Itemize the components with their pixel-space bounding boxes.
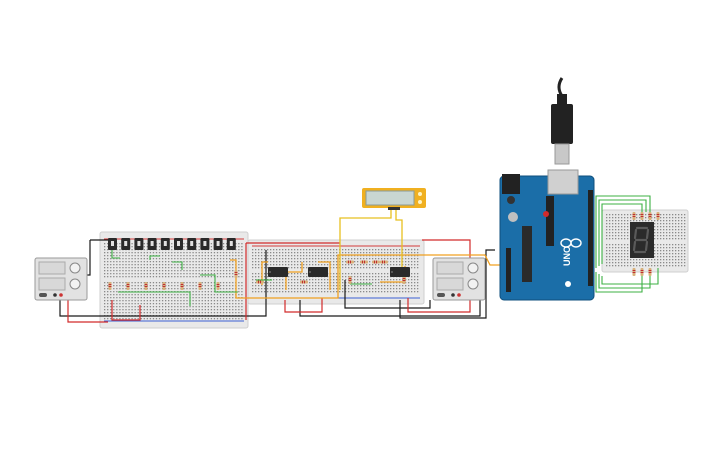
resistor[interactable] bbox=[108, 282, 112, 290]
resistor[interactable] bbox=[234, 270, 238, 278]
arduino-uno-board[interactable]: UNO bbox=[499, 169, 595, 301]
wires-green[interactable] bbox=[111, 195, 659, 306]
breadboard-holes bbox=[606, 214, 686, 267]
resistor[interactable] bbox=[372, 260, 380, 264]
resistor[interactable] bbox=[144, 282, 148, 290]
wires-yellow[interactable] bbox=[339, 208, 403, 290]
arduino-model-label: UNO bbox=[562, 246, 572, 266]
resistor[interactable] bbox=[648, 268, 652, 276]
usb-cable[interactable] bbox=[551, 77, 573, 165]
resistor[interactable] bbox=[256, 280, 264, 284]
dip-switch[interactable] bbox=[174, 238, 183, 250]
power-supply-left[interactable] bbox=[34, 257, 88, 301]
resistor[interactable] bbox=[656, 212, 660, 220]
dip-switch[interactable] bbox=[160, 238, 170, 250]
ic-chip-2[interactable] bbox=[308, 267, 328, 277]
resistor[interactable] bbox=[348, 276, 352, 284]
resistor[interactable] bbox=[632, 268, 636, 276]
resistor[interactable] bbox=[380, 260, 388, 264]
resistor[interactable] bbox=[216, 282, 220, 290]
dip-switch[interactable] bbox=[147, 238, 157, 250]
switch-bank[interactable] bbox=[108, 238, 236, 250]
resistor[interactable] bbox=[632, 212, 636, 220]
ic-chip-3[interactable] bbox=[390, 267, 410, 277]
resistor[interactable] bbox=[198, 282, 202, 290]
resistor[interactable] bbox=[640, 268, 644, 276]
wires-red[interactable] bbox=[67, 239, 471, 323]
resistor[interactable] bbox=[300, 280, 308, 284]
resistor[interactable] bbox=[402, 276, 406, 284]
resistor[interactable] bbox=[648, 212, 652, 220]
dip-switch[interactable] bbox=[108, 238, 117, 250]
resistor[interactable] bbox=[346, 260, 354, 264]
resistor[interactable] bbox=[162, 282, 166, 290]
breadboard-middle[interactable] bbox=[247, 239, 425, 305]
resistors[interactable] bbox=[108, 212, 660, 290]
lcd-module-icon[interactable] bbox=[362, 188, 426, 210]
breadboard-left[interactable] bbox=[99, 231, 249, 329]
dip-switch[interactable] bbox=[200, 238, 210, 250]
resistor[interactable] bbox=[180, 282, 184, 290]
dip-switch[interactable] bbox=[187, 238, 197, 250]
power-supply-middle[interactable] bbox=[432, 257, 486, 301]
dip-switch[interactable] bbox=[121, 238, 131, 250]
dip-switch[interactable] bbox=[226, 238, 236, 250]
ic-chip-1[interactable] bbox=[268, 267, 288, 277]
dip-switch[interactable] bbox=[134, 238, 144, 250]
arduino-infinity-logo-icon bbox=[560, 238, 582, 248]
resistor[interactable] bbox=[640, 212, 644, 220]
dip-switch[interactable] bbox=[213, 238, 223, 250]
seven-segment-display-icon[interactable] bbox=[630, 222, 654, 258]
resistor[interactable] bbox=[360, 260, 368, 264]
resistor[interactable] bbox=[126, 282, 130, 290]
